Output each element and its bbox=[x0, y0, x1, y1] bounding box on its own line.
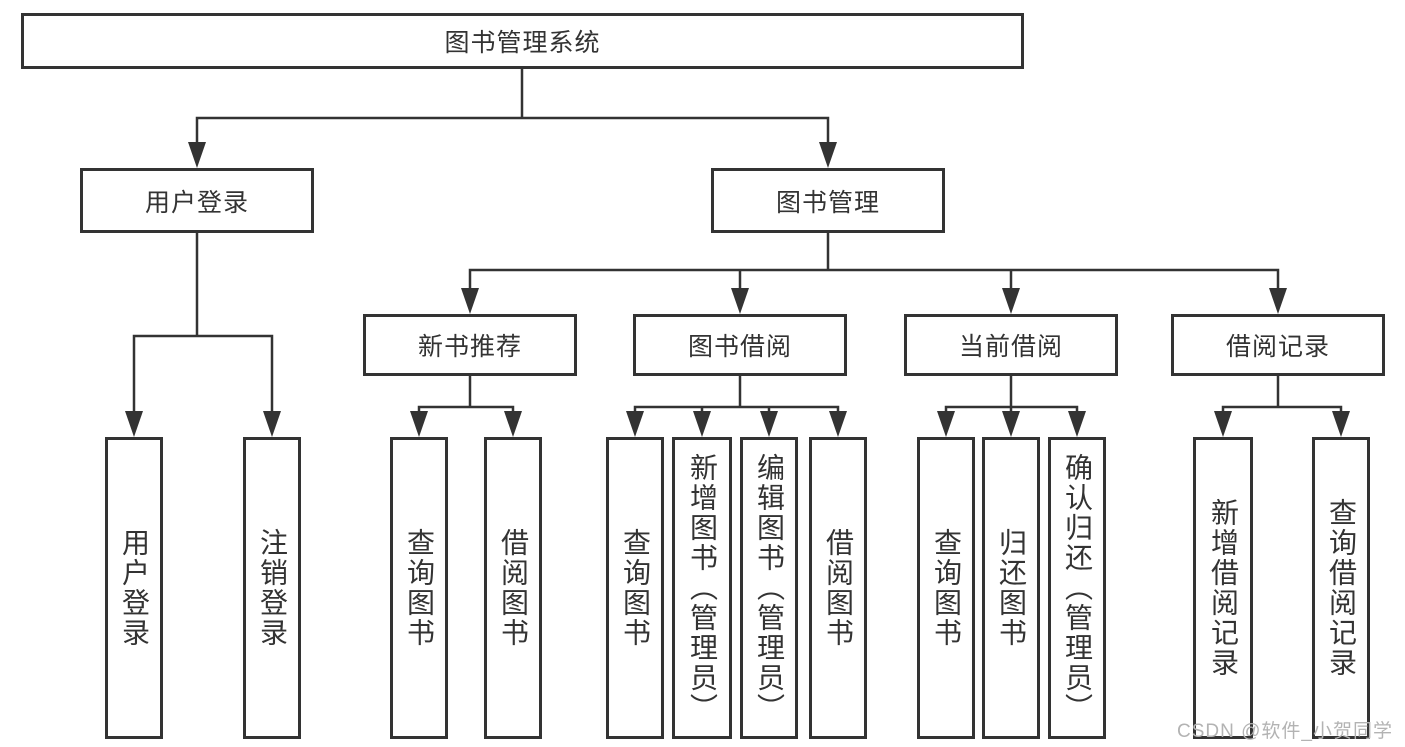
leaf-edit-books-admin: 编辑图书（管理员） bbox=[740, 437, 798, 739]
arrowhead bbox=[819, 142, 837, 168]
node-label: 用户登录 bbox=[119, 528, 150, 648]
node-label: 图书管理 bbox=[775, 188, 880, 217]
node-label: 查询图书 bbox=[931, 528, 962, 648]
leaf-add-books-admin: 新增图书（管理员） bbox=[672, 437, 732, 739]
leaf-return-books: 归还图书 bbox=[982, 437, 1040, 739]
node-label: 当前借阅 bbox=[958, 333, 1063, 361]
arrowhead bbox=[461, 288, 479, 314]
node-borrowing-records: 借阅记录 bbox=[1171, 314, 1385, 376]
node-book-management: 图书管理 bbox=[711, 168, 945, 233]
connector-user-login-branch bbox=[132, 231, 274, 415]
leaf-query-books-current: 查询图书 bbox=[917, 437, 975, 739]
arrowhead bbox=[263, 411, 281, 437]
connector-current-branch bbox=[944, 374, 1079, 415]
node-book-borrowing: 图书借阅 bbox=[633, 314, 847, 376]
arrowhead bbox=[410, 411, 428, 437]
node-label: 用户登录 bbox=[144, 188, 249, 217]
node-label: 编辑图书（管理员） bbox=[754, 453, 785, 723]
arrowhead bbox=[1214, 411, 1232, 437]
leaf-add-borrow-record: 新增借阅记录 bbox=[1193, 437, 1253, 739]
connector-borrowing-branch bbox=[633, 374, 840, 415]
connector-root-to-level2 bbox=[195, 67, 830, 146]
node-user-login: 用户登录 bbox=[80, 168, 314, 233]
node-new-book-recommendation: 新书推荐 bbox=[363, 314, 577, 376]
arrowhead bbox=[693, 411, 711, 437]
connector-records-branch bbox=[1221, 374, 1343, 415]
node-label: 新增借阅记录 bbox=[1208, 498, 1239, 678]
node-label: 查询借阅记录 bbox=[1326, 498, 1357, 678]
arrowhead bbox=[1068, 411, 1086, 437]
node-label: 查询图书 bbox=[404, 528, 435, 648]
node-label: 确认归还（管理员） bbox=[1062, 453, 1093, 723]
leaf-confirm-return-admin: 确认归还（管理员） bbox=[1048, 437, 1106, 739]
arrowhead bbox=[937, 411, 955, 437]
leaf-query-books-recommend: 查询图书 bbox=[390, 437, 448, 739]
arrowhead bbox=[829, 411, 847, 437]
leaf-logout-login: 注销登录 bbox=[243, 437, 301, 739]
node-label: 图书管理系统 bbox=[444, 29, 601, 57]
node-library-system: 图书管理系统 bbox=[21, 13, 1024, 69]
arrowhead bbox=[731, 288, 749, 314]
arrowhead bbox=[626, 411, 644, 437]
arrowhead bbox=[1002, 411, 1020, 437]
leaf-query-borrow-record: 查询借阅记录 bbox=[1312, 437, 1370, 739]
node-label: 新书推荐 bbox=[417, 333, 522, 361]
arrowhead bbox=[504, 411, 522, 437]
node-label: 借阅记录 bbox=[1225, 333, 1330, 361]
arrowhead bbox=[1332, 411, 1350, 437]
leaf-query-books-borrowing: 查询图书 bbox=[606, 437, 664, 739]
arrowhead bbox=[1269, 288, 1287, 314]
connector-recommend-branch bbox=[417, 374, 515, 415]
arrowhead bbox=[125, 411, 143, 437]
node-label: 新增图书（管理员） bbox=[687, 453, 718, 723]
arrowhead bbox=[188, 142, 206, 168]
node-label: 归还图书 bbox=[996, 528, 1027, 648]
arrowhead bbox=[1002, 288, 1020, 314]
node-label: 查询图书 bbox=[620, 528, 651, 648]
arrowhead bbox=[760, 411, 778, 437]
node-label: 图书借阅 bbox=[687, 333, 792, 361]
leaf-borrow-books-recommend: 借阅图书 bbox=[484, 437, 542, 739]
leaf-borrow-books-borrowing: 借阅图书 bbox=[809, 437, 867, 739]
connector-book-management-branch bbox=[468, 231, 1280, 292]
node-label: 借阅图书 bbox=[498, 528, 529, 648]
leaf-user-login: 用户登录 bbox=[105, 437, 163, 739]
node-label: 注销登录 bbox=[257, 528, 288, 648]
node-current-borrowing: 当前借阅 bbox=[904, 314, 1118, 376]
node-label: 借阅图书 bbox=[823, 528, 854, 648]
